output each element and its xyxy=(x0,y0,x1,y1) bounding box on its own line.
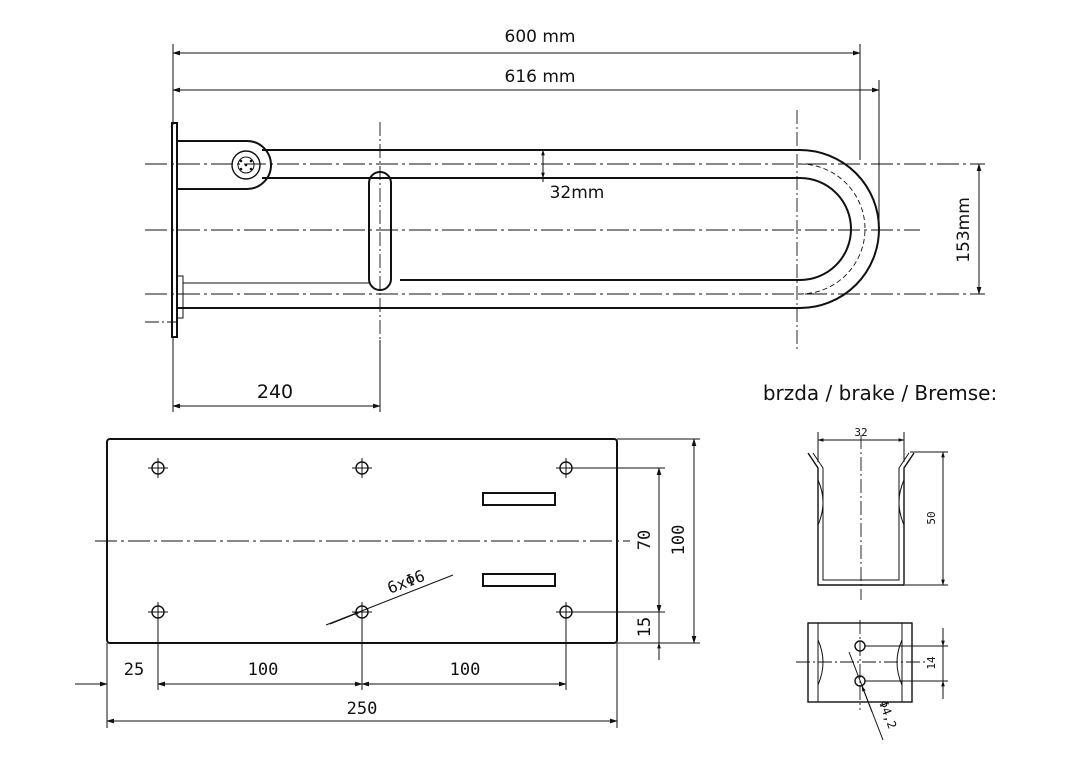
dim-32mm: 32mm xyxy=(550,183,605,203)
mounting-plate-view: 6xΦ6 70 100 15 25 100 100 250 xyxy=(75,438,700,728)
dim-brake-50: 50 xyxy=(925,511,938,524)
mounting-hole xyxy=(352,458,372,478)
brake-top-view: 14 Φ4,2 xyxy=(796,620,948,741)
dim-250: 250 xyxy=(347,699,378,719)
dim-brake-32: 32 xyxy=(854,426,867,439)
dim-15: 15 xyxy=(635,617,655,637)
slot xyxy=(482,573,556,587)
u-tube-inner xyxy=(262,177,852,281)
brake-front-view: 32 50 xyxy=(807,426,948,600)
dim-6x-phi6: 6xΦ6 xyxy=(385,566,428,598)
dim-brake-14: 14 xyxy=(925,656,938,670)
dim-100-right: 100 xyxy=(450,660,481,680)
dim-brake-hole: Φ4,2 xyxy=(876,699,899,731)
hinge-bracket xyxy=(177,140,272,190)
slot xyxy=(482,492,556,506)
brake-views: brzda / brake / Bremse: 32 50 xyxy=(763,381,997,741)
dim-240: 240 xyxy=(257,381,293,403)
mounting-hole xyxy=(148,458,168,478)
dim-153mm: 153mm xyxy=(954,197,974,263)
grab-bar-side-view: 600 mm 616 mm 32mm 153mm 240 xyxy=(145,27,985,412)
dim-616: 616 mm xyxy=(505,67,576,87)
dim-100-vertical: 100 xyxy=(669,525,689,556)
dim-70: 70 xyxy=(635,530,655,550)
hinge-pivot xyxy=(231,150,261,180)
dim-25: 25 xyxy=(124,660,144,680)
dim-600: 600 mm xyxy=(505,27,576,47)
brake-title: brzda / brake / Bremse: xyxy=(763,381,997,405)
dim-100-left: 100 xyxy=(248,660,279,680)
mounting-holes xyxy=(148,458,576,622)
u-tube-outer xyxy=(177,149,880,309)
